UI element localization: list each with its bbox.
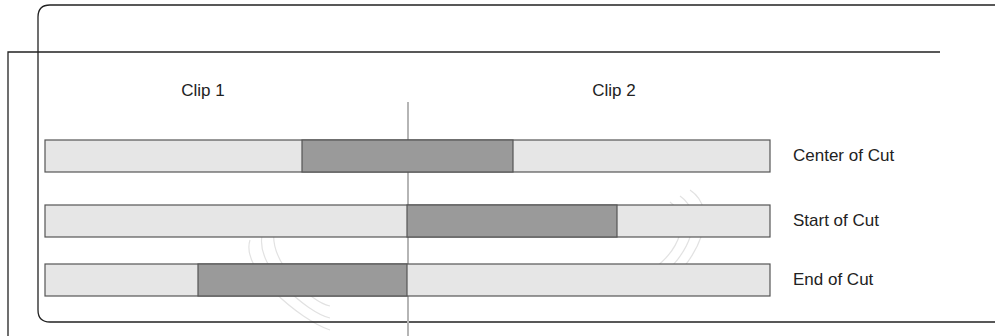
transition-block: [302, 140, 513, 172]
mode-label: End of Cut: [793, 270, 873, 290]
clip-label: Clip 2: [592, 81, 635, 101]
clip-label: Clip 1: [181, 81, 224, 101]
timeline-bar: [45, 264, 770, 296]
mode-label: Center of Cut: [793, 146, 894, 166]
inner-frame: [8, 52, 940, 336]
timeline-bar: [45, 140, 770, 172]
transition-block: [198, 264, 407, 296]
transition-block: [407, 205, 617, 237]
mode-label: Start of Cut: [793, 211, 879, 231]
timeline-bar: [45, 205, 770, 237]
